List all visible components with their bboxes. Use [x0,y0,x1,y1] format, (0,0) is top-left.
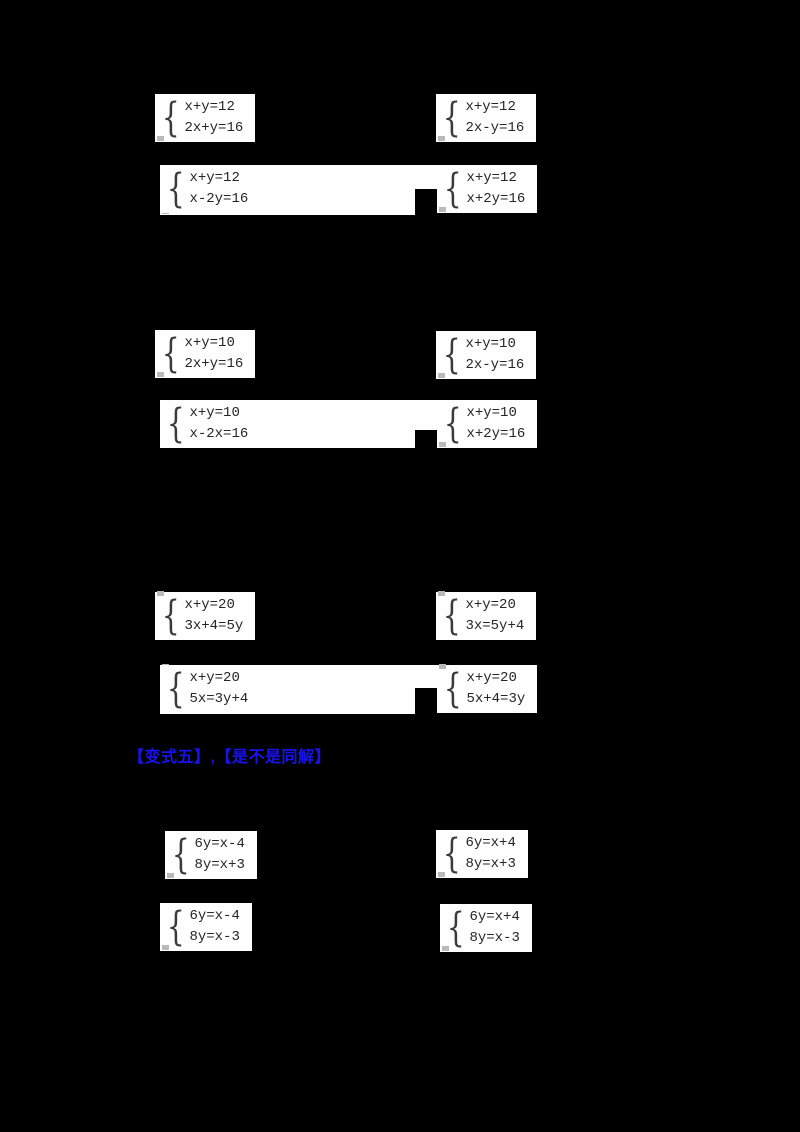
equation-line: 5x+4=3y [466,691,526,707]
equation-line: 3x=5y+4 [465,618,525,634]
equation-option-g4-c: { 6y=x-4 8y=x-3 [160,903,252,951]
system-brace-icon: { [442,95,461,141]
equation-line: x+y=12 [466,170,517,186]
equation-option-g2-c: { x+y=10 x-2x=16 [160,400,261,448]
system-brace-icon: { [442,332,461,378]
system-brace-icon: { [166,166,185,212]
equation-line: 2x+y=16 [184,120,244,136]
equation-line: 8y=x+3 [465,856,516,872]
equation-line: 5x=3y+4 [189,691,249,707]
equation-line: 8y=x+3 [194,857,245,873]
system-brace-icon: { [161,593,180,639]
equation-option-g4-b: { 6y=x+4 8y=x+3 [436,830,528,878]
system-brace-icon: { [166,666,185,712]
equation-option-g3-b: { x+y=20 3x=5y+4 [436,591,537,640]
system-brace-icon: { [166,904,185,950]
equation-line: 8y=x-3 [469,930,520,946]
equation-line: 2x+y=16 [184,356,244,372]
system-brace-icon: { [166,401,185,447]
system-brace-icon: { [443,401,462,447]
equation-line: 8y=x-3 [189,929,240,945]
equation-option-g4-d: { 6y=x+4 8y=x-3 [440,904,532,952]
system-brace-icon: { [161,331,180,377]
equation-line: x+y=12 [189,170,240,186]
strip-notch [415,189,437,215]
equation-line: x+y=20 [184,597,235,613]
system-brace-icon: { [442,831,461,877]
strip-notch [415,430,437,448]
system-brace-icon: { [446,905,465,951]
equation-option-g3-d: { x+y=20 5x+4=3y [437,664,538,713]
system-brace-icon: { [443,166,462,212]
equation-line: x-2x=16 [189,426,249,442]
equation-line: 2x-y=16 [465,357,525,373]
equation-line: x+y=10 [465,336,516,352]
equation-line: x+y=20 [189,670,240,686]
system-brace-icon: { [443,666,462,712]
equation-line: x+y=10 [466,405,517,421]
equation-line: x-2y=16 [189,191,249,207]
equation-option-g1-d: { x+y=12 x+2y=16 [437,165,538,213]
equation-option-g2-a: { x+y=10 2x+y=16 [155,330,256,378]
equation-option-g3-c: { x+y=20 5x=3y+4 [160,665,261,713]
section-title: 【变式五】,【是不是同解】 [128,749,331,766]
equation-option-g2-b: { x+y=10 2x-y=16 [436,331,537,379]
equation-line: x+y=10 [184,335,235,351]
equation-line: 6y=x-4 [194,836,245,852]
equation-line: 6y=x+4 [465,835,516,851]
system-brace-icon: { [171,832,190,878]
equation-option-g3-a: { x+y=20 3x+4=5y [155,591,256,640]
strip-notch [415,688,437,714]
equation-option-g4-a: { 6y=x-4 8y=x+3 [165,831,257,879]
equation-line: 6y=x-4 [189,908,240,924]
equation-line: 3x+4=5y [184,618,244,634]
equation-line: 2x-y=16 [465,120,525,136]
equation-line: x+y=20 [465,597,516,613]
equation-option-g1-a: { x+y=12 2x+y=16 [155,94,256,142]
equation-line: x+2y=16 [466,191,526,207]
system-brace-icon: { [442,593,461,639]
equation-line: x+y=20 [466,670,517,686]
equation-line: x+y=10 [189,405,240,421]
equation-line: 6y=x+4 [469,909,520,925]
equation-line: x+y=12 [184,99,235,115]
equation-option-g2-d: { x+y=10 x+2y=16 [437,400,538,448]
system-brace-icon: { [161,95,180,141]
equation-option-g1-c: { x+y=12 x-2y=16 [160,165,261,213]
equation-option-g1-b: { x+y=12 2x-y=16 [436,94,537,142]
equation-line: x+y=12 [465,99,516,115]
equation-line: x+2y=16 [466,426,526,442]
